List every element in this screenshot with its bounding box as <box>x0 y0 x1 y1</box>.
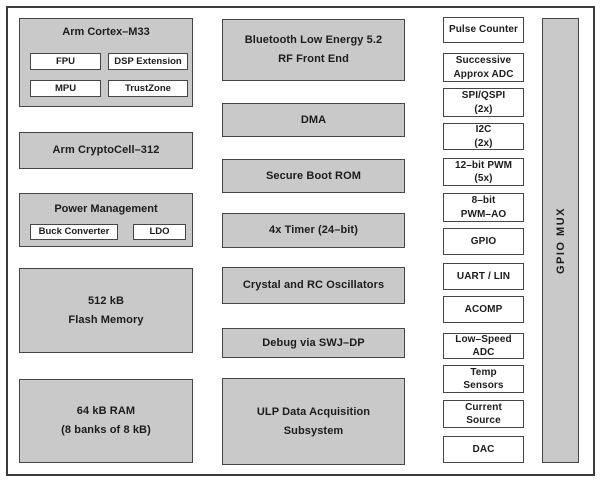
block-bluetooth-rf-front-end: Bluetooth Low Energy 5.2 RF Front End <box>222 19 405 81</box>
block-arm-cortex-m33: Arm Cortex–M33 FPU DSP Extension MPU Tru… <box>19 18 193 107</box>
block-current-source: Current Source <box>443 400 524 428</box>
block-secure-boot-rom: Secure Boot ROM <box>222 159 405 193</box>
block-8bit-pwm-ao-label: 8–bit PWM–AO <box>460 195 507 220</box>
block-mpu: MPU <box>30 80 101 97</box>
block-ldo-label: LDO <box>149 226 170 238</box>
block-timer: 4x Timer (24–bit) <box>222 213 405 248</box>
block-flash-memory-label: 512 kB Flash Memory <box>68 294 144 326</box>
block-oscillators: Crystal and RC Oscillators <box>222 267 405 304</box>
block-uart-lin-label: UART / LIN <box>456 270 511 282</box>
block-current-source-label: Current Source <box>465 401 502 427</box>
block-dma-label: DMA <box>300 113 327 126</box>
block-secure-boot-rom-label: Secure Boot ROM <box>265 169 361 182</box>
block-fpu-label: FPU <box>56 55 75 67</box>
block-debug-swj-dp: Debug via SWJ–DP <box>222 328 405 358</box>
block-temp-sensors: Temp Sensors <box>443 365 524 393</box>
block-acomp: ACOMP <box>443 296 524 323</box>
block-pulse-counter: Pulse Counter <box>443 17 524 43</box>
block-i2c-label: I2C (2x) <box>474 124 493 149</box>
block-trustzone-label: TrustZone <box>125 82 171 94</box>
block-dma: DMA <box>222 103 405 137</box>
block-successive-approx-adc: Successive Approx ADC <box>443 53 524 82</box>
block-fpu: FPU <box>30 53 101 70</box>
block-spi-qspi: SPI/QSPI (2x) <box>443 88 524 117</box>
block-12bit-pwm-label: 12–bit PWM (5x) <box>454 159 513 185</box>
block-successive-approx-adc-label: Successive Approx ADC <box>453 55 514 80</box>
block-ulp-data-acquisition: ULP Data Acquisition Subsystem <box>222 378 405 465</box>
block-temp-sensors-label: Temp Sensors <box>463 366 504 392</box>
block-buck-converter-label: Buck Converter <box>38 226 110 238</box>
block-uart-lin: UART / LIN <box>443 263 524 290</box>
block-oscillators-label: Crystal and RC Oscillators <box>242 279 385 292</box>
block-flash-memory: 512 kB Flash Memory <box>19 268 193 353</box>
block-ldo: LDO <box>133 224 186 240</box>
block-12bit-pwm: 12–bit PWM (5x) <box>443 158 524 186</box>
block-buck-converter: Buck Converter <box>30 224 118 240</box>
block-gpio-mux: GPIO MUX <box>542 18 579 463</box>
block-arm-cortex-m33-title: Arm Cortex–M33 <box>62 26 150 38</box>
block-acomp-label: ACOMP <box>464 303 503 315</box>
block-bluetooth-label: Bluetooth Low Energy 5.2 RF Front End <box>244 34 383 65</box>
block-mpu-label: MPU <box>54 82 77 94</box>
block-gpio: GPIO <box>443 228 524 255</box>
block-pulse-counter-label: Pulse Counter <box>448 24 519 36</box>
block-arm-cryptocell-312-label: Arm CryptoCell–312 <box>52 144 160 157</box>
block-ulp-data-acquisition-label: ULP Data Acquisition Subsystem <box>256 405 371 437</box>
block-timer-label: 4x Timer (24–bit) <box>269 224 358 237</box>
block-power-management-title: Power Management <box>54 203 158 215</box>
block-arm-cryptocell-312: Arm CryptoCell–312 <box>19 132 193 169</box>
block-dsp-extension-label: DSP Extension <box>114 55 182 67</box>
block-power-management: Power Management Buck Converter LDO <box>19 193 193 247</box>
block-dsp-extension: DSP Extension <box>108 53 188 70</box>
block-low-speed-adc-label: Low–Speed ADC <box>455 333 512 359</box>
block-dac-label: DAC <box>472 443 495 455</box>
block-dac: DAC <box>443 436 524 463</box>
block-low-speed-adc: Low–Speed ADC <box>443 333 524 359</box>
block-gpio-mux-label: GPIO MUX <box>554 206 567 274</box>
block-debug-swj-dp-label: Debug via SWJ–DP <box>262 336 365 349</box>
block-ram-label: 64 kB RAM (8 banks of 8 kB) <box>61 405 151 436</box>
block-8bit-pwm-ao: 8–bit PWM–AO <box>443 193 524 222</box>
block-spi-qspi-label: SPI/QSPI (2x) <box>461 90 506 115</box>
block-ram: 64 kB RAM (8 banks of 8 kB) <box>19 379 193 463</box>
block-trustzone: TrustZone <box>108 80 188 97</box>
block-i2c: I2C (2x) <box>443 123 524 150</box>
block-gpio-label: GPIO <box>470 235 497 247</box>
